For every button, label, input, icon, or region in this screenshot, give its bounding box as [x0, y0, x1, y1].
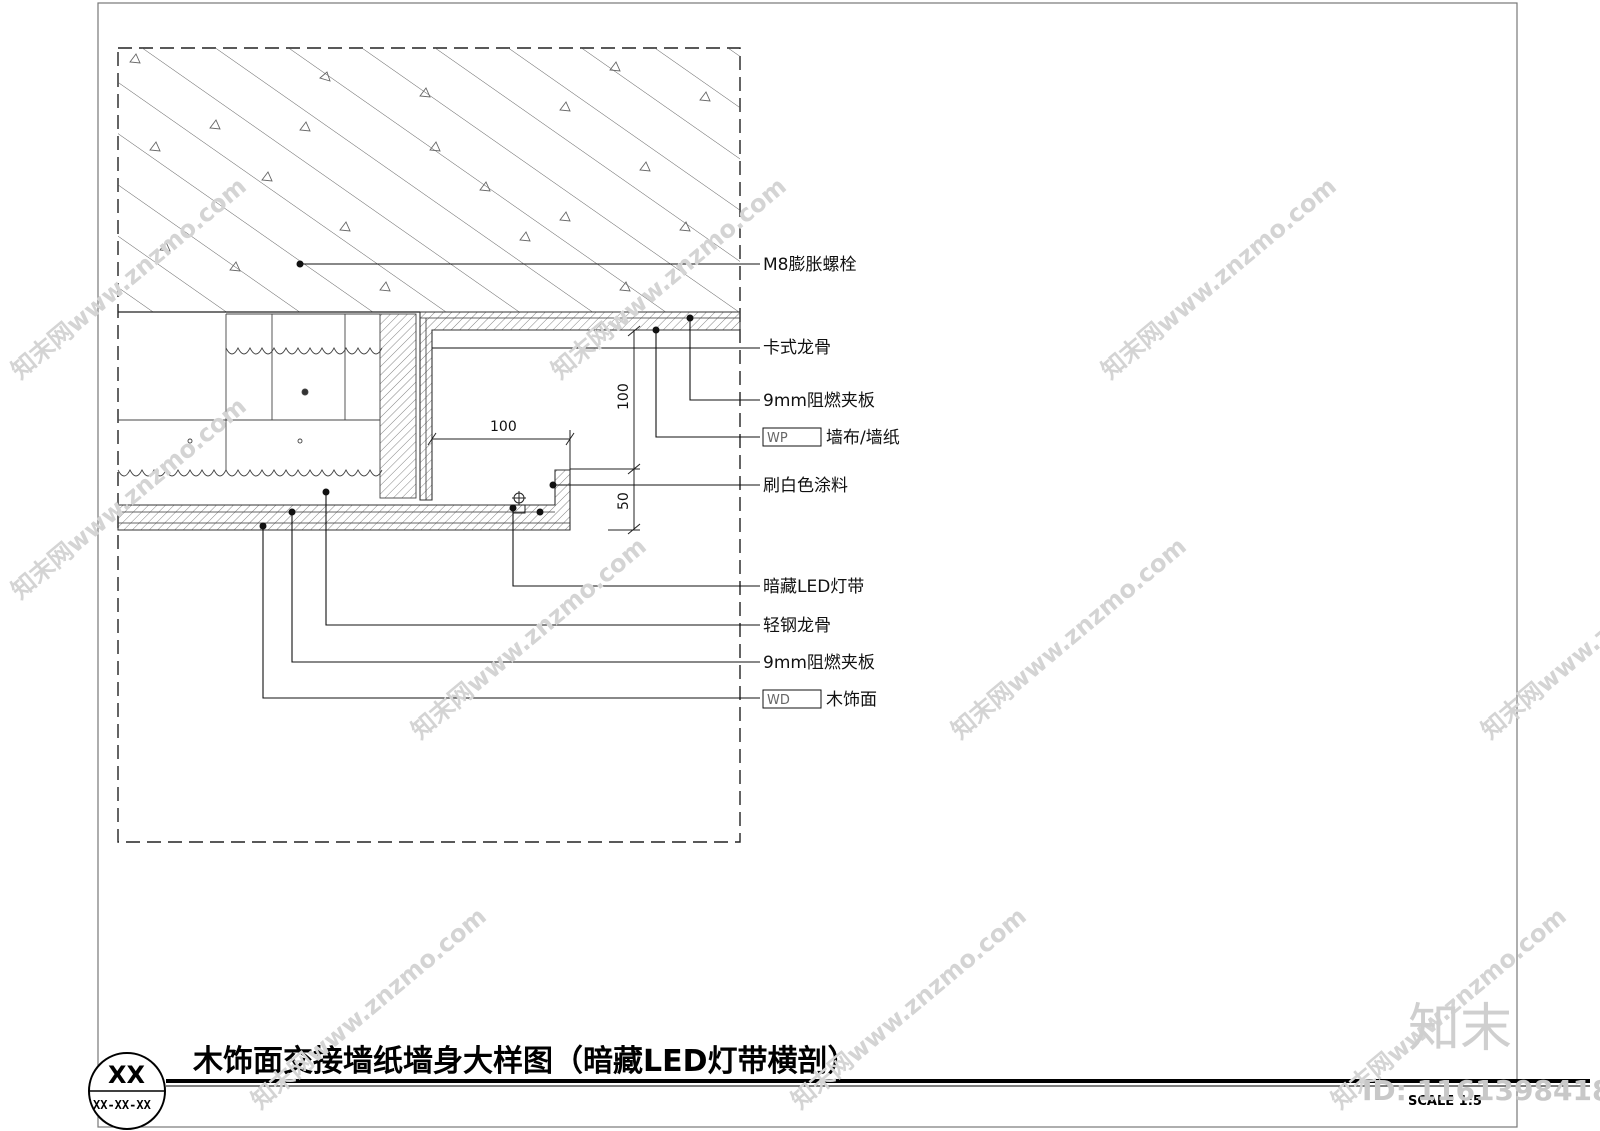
svg-text:知末网www.znzmo.com: 知末网www.znzmo.com	[406, 532, 652, 745]
dim-horizontal: 100	[490, 419, 517, 435]
detail-boundary	[117, 47, 741, 843]
svg-text:知末网www.znzmo.com: 知末网www.znzmo.com	[946, 532, 1192, 745]
wallcloth-code-box	[762, 427, 822, 447]
label-card-keel: 卡式龙骨	[763, 338, 831, 358]
leader-dots	[259, 260, 694, 530]
label-led: 暗藏LED灯带	[763, 577, 864, 597]
board-layers	[117, 311, 741, 531]
watermark-id: ID: 1161398418	[1362, 1074, 1600, 1107]
drawing-title: 木饰面交接墙纸墙身大样图（暗藏LED灯带横剖）	[192, 1044, 858, 1079]
wood-code-box	[762, 689, 822, 709]
label-wallcloth-code: WP	[767, 431, 788, 446]
sheet-border	[97, 2, 1518, 1128]
label-bolt: M8膨胀螺栓	[763, 255, 856, 275]
label-board-bottom: 9mm阻燃夹板	[763, 653, 875, 673]
scale-label: SCALE 1:5	[1408, 1094, 1482, 1109]
dim-vertical-bottom: 50	[616, 492, 632, 510]
label-white-paint: 刷白色涂料	[763, 476, 848, 496]
dimension-lines	[427, 325, 641, 535]
label-board-top: 9mm阻燃夹板	[763, 391, 875, 411]
watermarks: 知末网www.znzmo.com 知末网www.znzmo.com 知末网www…	[6, 172, 1600, 1115]
svg-text:知末网www.znzmo.com: 知末网www.znzmo.com	[1096, 172, 1342, 385]
watermark-logo: 知末	[1408, 999, 1512, 1059]
bubble-top: XX	[108, 1061, 146, 1089]
concrete-slab	[118, 48, 740, 313]
dim-vertical-top: 100	[616, 383, 632, 410]
keel-zone	[117, 313, 417, 499]
label-wood: 木饰面	[826, 690, 877, 710]
title-bubble	[88, 1052, 166, 1130]
svg-text:知末网www.znzmo.com: 知末网www.znzmo.com	[6, 392, 252, 605]
leader-lines	[262, 263, 760, 699]
label-steel-keel: 轻钢龙骨	[763, 616, 831, 636]
label-wood-code: WD	[767, 693, 790, 708]
label-wallcloth: 墙布/墙纸	[826, 428, 900, 448]
bubble-bottom: XX-XX-XX	[93, 1098, 152, 1112]
svg-text:知末网www.znzmo.com: 知末网www.znzmo.com	[1476, 532, 1600, 745]
